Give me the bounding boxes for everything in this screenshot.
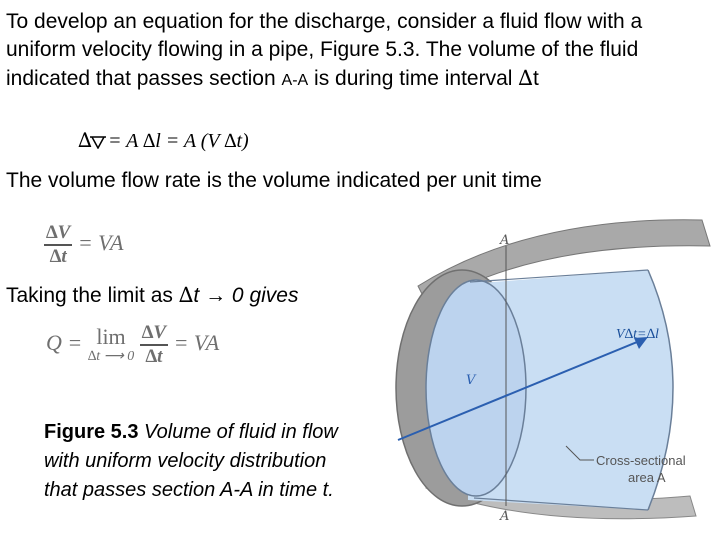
intro-text-2: is during time interval	[308, 67, 519, 90]
caption-label: Figure 5.3	[44, 421, 139, 443]
volume-equation: ∆ = A ∆l = A (V ∆t)	[78, 128, 249, 153]
pipe-illustration: A A V V∆t=∆l Cross-sectional area A	[395, 219, 711, 524]
limit-rhs: = VA	[173, 330, 220, 356]
figure-caption: Figure 5.3 Volume of fluid in flow with …	[44, 418, 364, 505]
fluid-face	[425, 279, 527, 497]
area-label-line2: area A	[628, 470, 666, 485]
fraction-denominator: ∆t	[145, 346, 163, 367]
fluid-top-edge	[469, 269, 649, 283]
intro-paragraph: To develop an equation for the discharge…	[6, 8, 718, 95]
pipe-figure: A A V V∆t=∆l Cross-sectional area A	[380, 210, 718, 536]
fraction-numerator: ∆V	[141, 322, 167, 343]
volume-equation-rhs: = A ∆l = A (V ∆t)	[107, 130, 249, 152]
section-label-bottom: A	[499, 509, 509, 524]
velocity-arrowhead-icon	[634, 337, 648, 349]
section-label-top: A	[499, 233, 509, 248]
limit-sentence: Taking the limit as ∆t → 0 gives	[6, 283, 298, 308]
flow-rate-rhs: = VA	[77, 230, 124, 256]
area-label-line1: Cross-sectional	[596, 453, 686, 468]
delta-symbol: ∆	[518, 66, 533, 90]
delta-symbol: ∆	[178, 283, 194, 307]
time-symbol: t	[532, 67, 539, 90]
flow-rate-fraction: ∆V ∆t	[44, 222, 73, 268]
fluid-bottom-edge	[473, 497, 649, 511]
caption-text: Volume of fluid in flow with uniform vel…	[44, 421, 338, 501]
fraction-numerator: ∆V	[46, 222, 71, 243]
length-label: V∆t=∆l	[616, 327, 659, 342]
limit-equation: Q = lim ∆t ⟶ 0 ∆V ∆t = VA	[46, 322, 219, 368]
flow-rate-equation: ∆V ∆t = VA	[44, 222, 123, 268]
limit-rest: t → 0 gives	[193, 284, 299, 307]
delta-symbol: ∆	[78, 128, 92, 152]
velocity-arrow	[397, 339, 643, 441]
lim-word: lim	[96, 324, 126, 349]
fluid-body	[468, 270, 673, 510]
pipe-top-rim	[417, 219, 711, 307]
velocity-label: V	[466, 373, 477, 388]
limit-prefix: Taking the limit as	[6, 284, 179, 307]
limit-fraction: ∆V ∆t	[139, 322, 169, 368]
limit-operator: lim ∆t ⟶ 0	[88, 325, 135, 365]
area-leader-line	[565, 445, 594, 461]
fraction-denominator: ∆t	[49, 246, 67, 267]
fraction-bar	[44, 244, 73, 246]
fluid-right-end	[647, 269, 674, 511]
section-label: A-A	[281, 72, 309, 89]
intro-text-1: To develop an equation for the discharge…	[6, 10, 643, 90]
volume-symbol-icon	[89, 136, 106, 149]
fraction-bar	[139, 344, 169, 346]
flow-rate-sentence: The volume flow rate is the volume indic…	[6, 169, 542, 192]
lim-subscript: ∆t ⟶ 0	[87, 349, 135, 364]
limit-lhs: Q =	[46, 330, 83, 356]
